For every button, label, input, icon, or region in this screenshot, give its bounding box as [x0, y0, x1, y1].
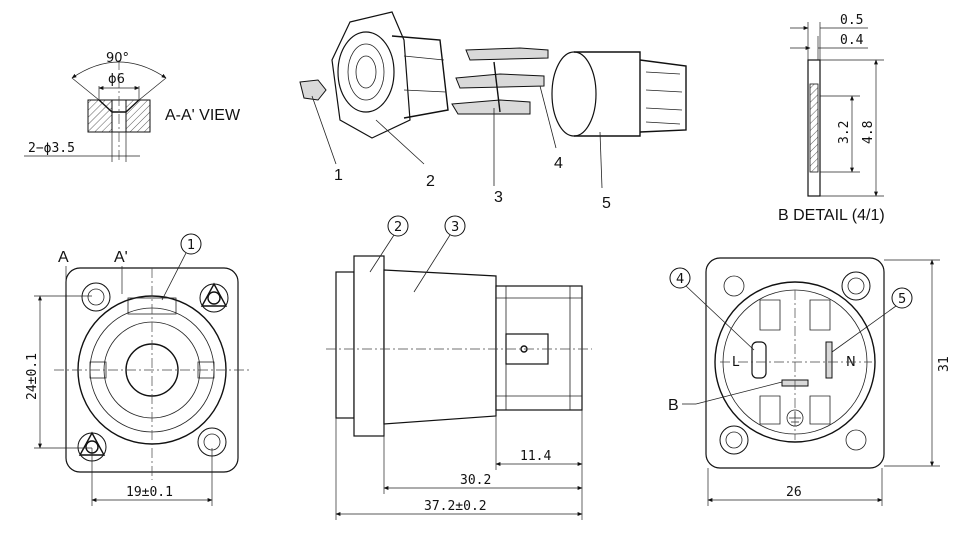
dim-mid: 30.2	[460, 473, 491, 488]
mark-l: L	[732, 355, 740, 370]
callout-5: 5	[898, 292, 906, 307]
dim-total: 37.2±0.2	[424, 499, 487, 514]
dim-inner: 3.2	[837, 121, 852, 144]
section-a-prime: A'	[114, 249, 128, 266]
callout-4: 4	[676, 272, 684, 287]
side-view: 2 3 11.4 30.2 37.2±0.2	[326, 215, 592, 520]
part-label-2: 2	[426, 173, 435, 190]
part-label-3: 3	[494, 189, 503, 206]
dim-outer: 4.8	[861, 121, 876, 144]
rear-height: 31	[937, 356, 952, 372]
rear-width: 26	[786, 485, 802, 500]
section-a: A	[58, 249, 69, 266]
detail-title: B DETAIL (4/1)	[778, 207, 885, 224]
section-view: 90° ϕ6 2−ϕ3.5 A-A' VIEW	[24, 51, 241, 162]
dim-top: 0.5	[840, 13, 863, 28]
view-title: A-A' VIEW	[165, 107, 241, 124]
rear-view: L N 4 5 B 31 26	[668, 257, 952, 506]
angle-label: 90°	[106, 51, 129, 66]
holes-label: 2−ϕ3.5	[28, 141, 75, 156]
screw-top-right	[199, 282, 229, 313]
callout-1: 1	[187, 238, 195, 253]
callout-b: B	[668, 397, 679, 414]
front-view: A A' 1 24±0.1 19±0.1	[25, 233, 252, 506]
dim-second: 0.4	[840, 33, 864, 48]
callout-2: 2	[394, 220, 402, 235]
part-label-5: 5	[602, 195, 611, 212]
part-label-4: 4	[554, 155, 563, 172]
dim-short: 11.4	[520, 449, 551, 464]
diameter-label: ϕ6	[108, 72, 125, 87]
exploded-view: 1 2 3 4 5	[299, 11, 687, 212]
part-label-1: 1	[334, 167, 343, 184]
mark-n: N	[846, 355, 856, 370]
screw-bottom-left	[77, 431, 107, 462]
front-width: 19±0.1	[126, 485, 173, 500]
detail-b: 0.5 0.4 3.2 4.8 B DETAIL (4/1)	[778, 13, 885, 224]
callout-3: 3	[451, 220, 459, 235]
front-height: 24±0.1	[25, 353, 40, 400]
